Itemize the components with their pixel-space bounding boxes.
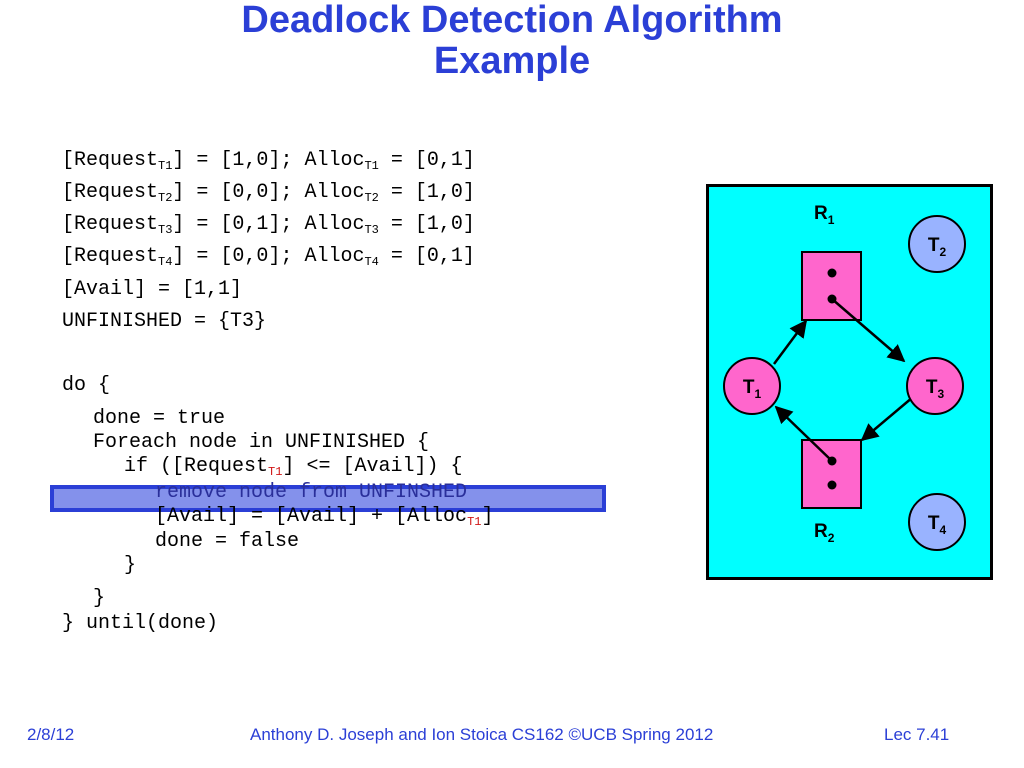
resource-allocation-graph: R1 R2 T1 T2 T3 T4: [706, 184, 993, 580]
unfinished-line: UNFINISHED = {T3}: [62, 310, 267, 333]
r1-label: R1: [814, 203, 835, 227]
request-alloc-t3: [RequestT3] = [0,1]; AllocT3 = [1,0]: [62, 213, 475, 237]
done-false-line: done = false: [155, 530, 300, 553]
footer-date: 2/8/12: [27, 725, 75, 744]
thread-t1: [723, 357, 781, 415]
r1-instance-1: [827, 268, 837, 278]
done-true-line: done = true: [93, 407, 226, 430]
thread-t4: [908, 493, 966, 551]
highlight-box: [50, 485, 606, 512]
avail-update-line: [Avail] = [Avail] + [AllocT1]: [155, 505, 494, 529]
if-line: if ([RequestT1] <= [Avail]) {: [124, 455, 463, 479]
request-alloc-t2: [RequestT2] = [0,0]; AllocT2 = [1,0]: [62, 181, 475, 205]
t4-label: T4: [928, 513, 947, 537]
remove-line: remove node from UNFINSHED: [155, 481, 468, 504]
footer-credit: Anthony D. Joseph and Ion Stoica CS162 ©…: [250, 725, 714, 744]
slide-title: Deadlock Detection Algorithm Example: [0, 0, 1024, 82]
request-alloc-t1: [RequestT1] = [1,0]; AllocT1 = [0,1]: [62, 149, 475, 173]
close-if-brace: }: [124, 554, 137, 577]
resource-r1: [801, 251, 862, 321]
avail-line: [Avail] = [1,1]: [62, 278, 243, 301]
foreach-line: Foreach node in UNFINISHED {: [93, 431, 430, 454]
edge-t1-to-r1: [772, 319, 808, 365]
do-line: do {: [62, 374, 111, 397]
edge-r2-to-t1: [774, 405, 833, 462]
thread-t3: [906, 357, 964, 415]
edge-t3-to-r2: [860, 396, 914, 442]
thread-t2: [908, 215, 966, 273]
r2-label: R2: [814, 521, 835, 545]
title-line-2: Example: [433, 40, 591, 82]
resource-r2: [801, 439, 862, 509]
r2-instance-2: [827, 480, 837, 490]
footer-lecture: Lec 7.41: [884, 725, 950, 744]
graph-svg: R1 R2 T1 T2 T3 T4: [723, 203, 966, 551]
close-foreach-brace: }: [93, 587, 106, 610]
t1-label: T1: [743, 377, 762, 401]
until-line: } until(done): [62, 612, 219, 635]
t2-label: T2: [928, 235, 947, 259]
edge-r1-to-t3: [831, 298, 906, 363]
title-line-1: Deadlock Detection Algorithm: [241, 0, 783, 41]
request-alloc-t4: [RequestT4] = [0,0]; AllocT4 = [0,1]: [62, 245, 475, 269]
t3-label: T3: [926, 377, 945, 401]
